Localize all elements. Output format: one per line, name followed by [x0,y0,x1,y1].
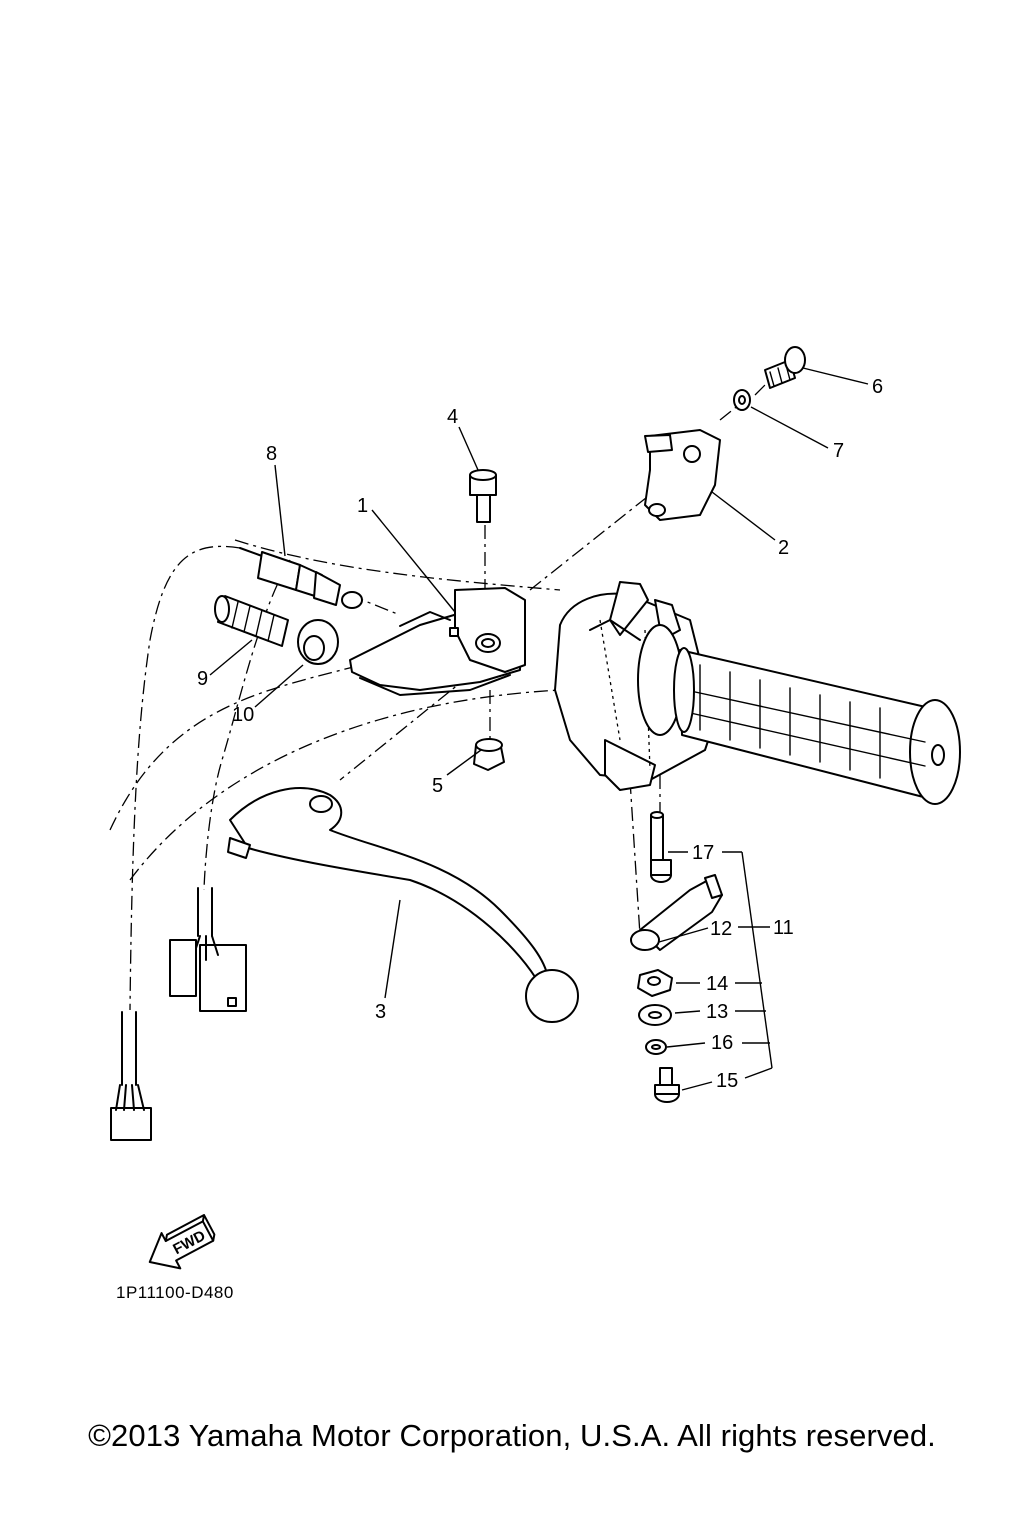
lever-part-3 [227,787,579,1023]
lever-holder-part-1 [349,587,526,696]
nut-part-14 [637,969,673,997]
callout-4: 4 [447,406,458,428]
callout-15: 15 [716,1070,738,1092]
callout-numbers: 1 2 3 4 5 6 7 8 9 10 11 12 13 14 15 16 1… [197,376,883,1092]
clamp-part-2 [644,429,721,521]
pivot-bolt-part-4 [469,469,497,523]
washer-part-13 [638,1004,672,1026]
washer-part-7 [733,389,751,411]
bolt-part-17 [650,811,672,883]
cable-adjuster-part-8 [239,547,363,609]
callout-10: 10 [232,704,254,726]
forward-arrow-icon: FWD [148,1214,216,1270]
screw-part-6 [764,346,806,389]
wire-harness [110,545,291,1141]
callout-8: 8 [266,443,277,465]
nut-part-10 [297,619,339,665]
callout-16: 16 [711,1032,733,1054]
copyright-notice: ©2013 Yamaha Motor Corporation, U.S.A. A… [88,1418,936,1453]
screw-part-15 [654,1067,680,1103]
callout-11: 11 [773,917,794,939]
callout-14: 14 [706,973,728,995]
alignment-lines [109,374,776,936]
callout-2: 2 [778,537,789,559]
leader-lines [209,367,869,1091]
switch-lever-part-12 [630,874,723,951]
callout-1: 1 [357,495,368,517]
nut-part-5 [473,738,505,771]
callout-9: 9 [197,668,208,690]
spring-washer-part-16 [645,1039,667,1055]
callout-7: 7 [833,440,844,462]
callout-3: 3 [375,1001,386,1023]
diagram-code: 1P11100-D480 [116,1283,234,1302]
handlebar-grip [673,647,961,805]
callout-13: 13 [706,1001,728,1023]
callout-12: 12 [710,918,732,940]
callout-6: 6 [872,376,883,398]
callout-5: 5 [432,775,443,797]
callout-17: 17 [692,842,714,864]
handlebar-switch-assembly [554,581,716,791]
adjuster-bolt-part-9 [214,595,289,647]
